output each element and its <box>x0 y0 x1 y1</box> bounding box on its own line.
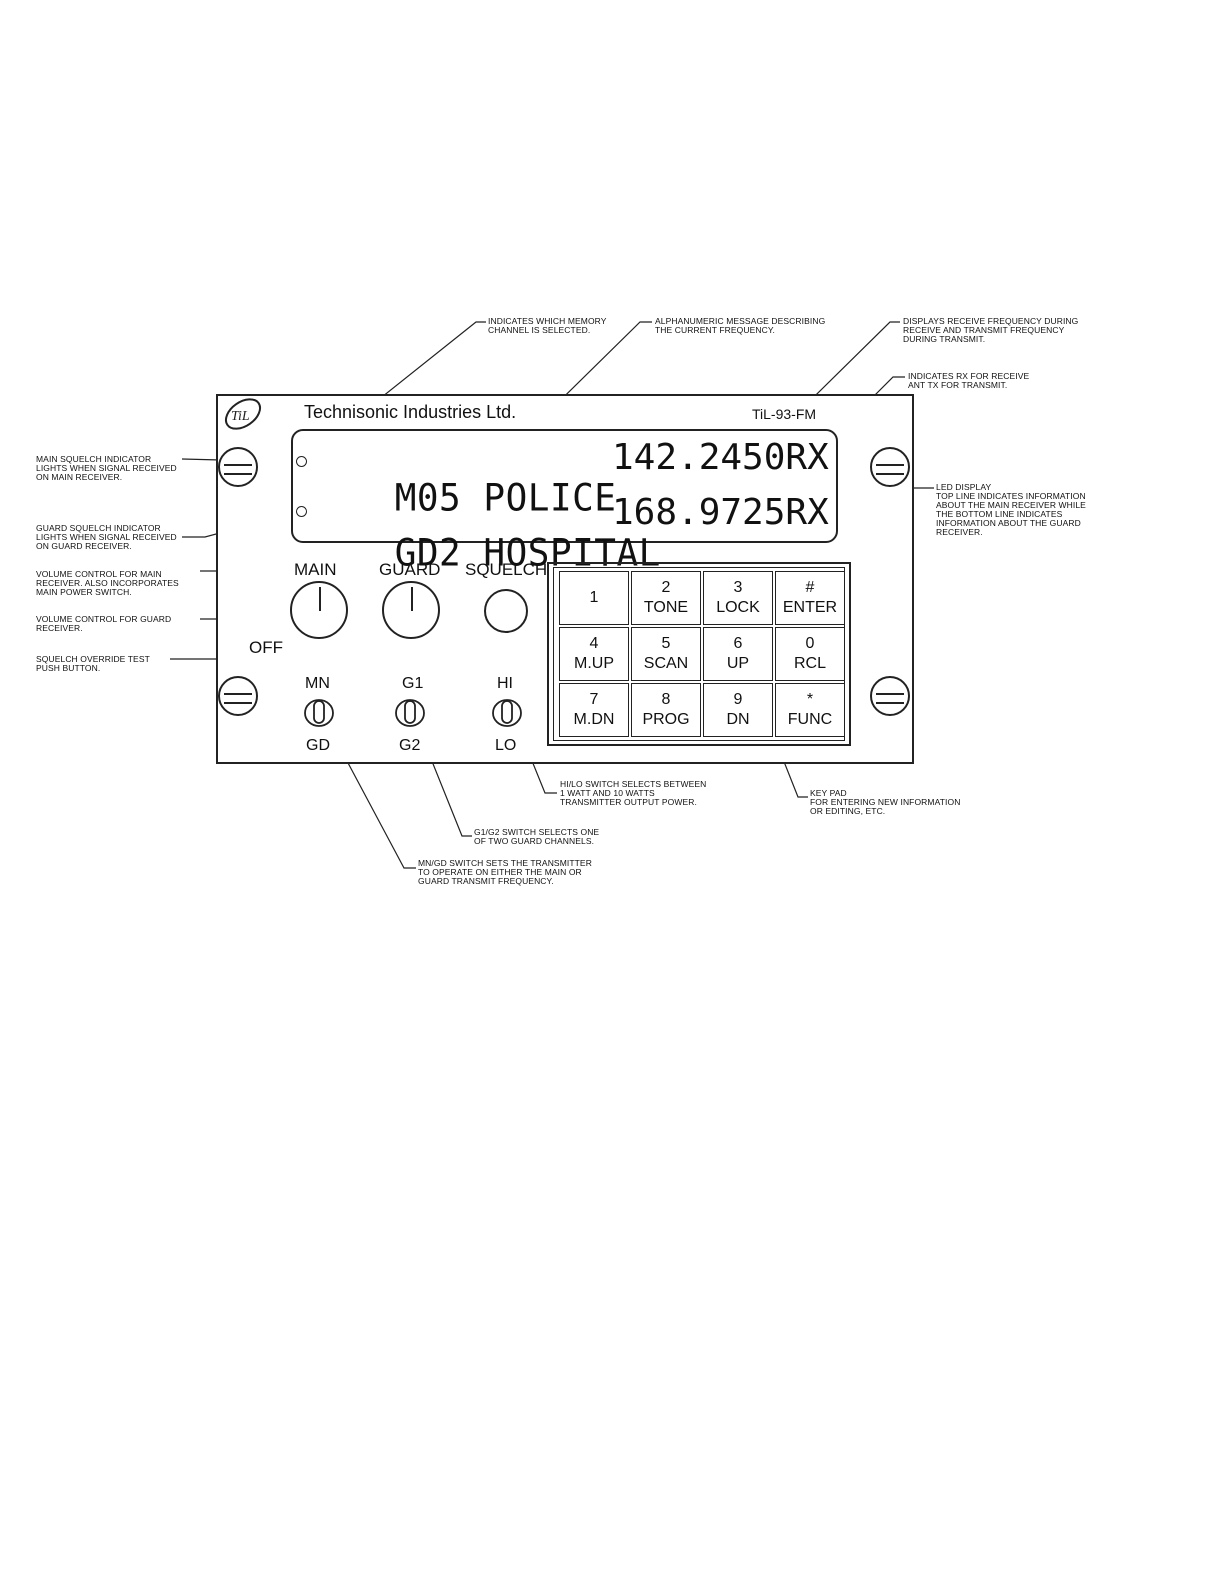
key-secondary-label: UP <box>726 655 750 672</box>
key-secondary-label: M.DN <box>573 711 615 728</box>
key-0[interactable]: 1 <box>559 571 629 625</box>
guard-frequency: 168.9725 <box>612 492 786 533</box>
key-primary-label: 9 <box>733 691 743 708</box>
screw-icon <box>218 447 258 487</box>
callout-memory-channel: INDICATES WHICH MEMORY CHANNEL IS SELECT… <box>488 316 607 335</box>
key-primary-label: 3 <box>733 579 743 596</box>
key-11[interactable]: * FUNC <box>775 683 845 737</box>
screw-icon <box>218 676 258 716</box>
callout-guard-volume: VOLUME CONTROL FOR GUARD RECEIVER. <box>36 614 172 633</box>
guard-channel: GD2 <box>394 531 462 576</box>
main-squelch-indicator <box>296 456 307 467</box>
gd-label: GD <box>306 737 330 754</box>
callout-alphanumeric: ALPHANUMERIC MESSAGE DESCRIBING THE CURR… <box>655 316 826 335</box>
callout-hi-lo: HI/LO SWITCH SELECTS BETWEEN 1 WATT AND … <box>560 779 707 807</box>
til-logo: TiL <box>224 398 262 430</box>
key-secondary-label: FUNC <box>787 711 833 728</box>
main-frequency: 142.2450 <box>612 437 786 478</box>
key-primary-label: 2 <box>661 579 671 596</box>
callout-mn-gd: MN/GD SWITCH SETS THE TRANSMITTER TO OPE… <box>418 858 592 886</box>
callout-rx-tx: INDICATES RX FOR RECEIVE ANT TX FOR TRAN… <box>908 371 1030 390</box>
led-display <box>291 429 838 543</box>
key-secondary-label: TONE <box>643 599 689 616</box>
key-3[interactable]: # ENTER <box>775 571 845 625</box>
key-secondary-label: RCL <box>793 655 826 672</box>
guard-squelch-indicator <box>296 506 307 517</box>
key-primary-label: 7 <box>589 691 599 708</box>
key-primary-label: 6 <box>733 635 743 652</box>
main-volume-knob[interactable] <box>290 581 348 639</box>
callout-led-display: LED DISPLAY TOP LINE INDICATES INFORMATI… <box>936 482 1086 537</box>
callout-g1-g2: G1/G2 SWITCH SELECTS ONE OF TWO GUARD CH… <box>474 827 600 846</box>
callout-squelch-test: SQUELCH OVERRIDE TEST PUSH BUTTON. <box>36 654 150 673</box>
g1-label: G1 <box>402 675 424 692</box>
key-primary-label: 4 <box>589 635 599 652</box>
key-secondary-label: PROG <box>642 711 690 728</box>
guard-volume-knob[interactable] <box>382 581 440 639</box>
mn-gd-switch[interactable] <box>302 696 336 730</box>
key-secondary-label: LOCK <box>716 599 760 616</box>
main-channel-name: POLICE <box>483 476 617 521</box>
key-secondary-label: SCAN <box>643 655 689 672</box>
key-secondary-label: ENTER <box>782 599 838 616</box>
key-primary-label: 0 <box>805 635 815 652</box>
key-primary-label: 8 <box>661 691 671 708</box>
callout-main-squelch: MAIN SQUELCH INDICATOR LIGHTS WHEN SIGNA… <box>36 454 177 482</box>
callout-main-volume: VOLUME CONTROL FOR MAIN RECEIVER. ALSO I… <box>36 569 179 597</box>
main-frequency-readout: 142.2450RX <box>612 437 829 478</box>
guard-knob-label: GUARD <box>379 560 441 579</box>
hi-label: HI <box>497 675 513 692</box>
brand-name: Technisonic Industries Ltd. <box>304 402 517 422</box>
key-primary-label: 1 <box>589 589 599 606</box>
guard-mode: RX <box>785 492 829 533</box>
screw-icon <box>870 447 910 487</box>
display-line-main: M05 POLICE <box>306 434 616 563</box>
main-mode: RX <box>785 437 829 478</box>
callout-frequency: DISPLAYS RECEIVE FREQUENCY DURING RECEIV… <box>903 316 1079 344</box>
callout-keypad: KEY PAD FOR ENTERING NEW INFORMATION OR … <box>810 788 961 816</box>
key-secondary-label: M.UP <box>574 655 614 672</box>
lo-label: LO <box>495 737 517 754</box>
main-channel: M05 <box>394 476 462 521</box>
g2-label: G2 <box>399 737 421 754</box>
screw-icon <box>870 676 910 716</box>
key-primary-label: # <box>805 579 815 596</box>
guard-frequency-readout: 168.9725RX <box>612 492 829 533</box>
key-primary-label: * <box>806 691 814 708</box>
off-label: OFF <box>249 638 283 657</box>
key-secondary-label: DN <box>726 711 750 728</box>
squelch-label: SQUELCH <box>465 560 548 579</box>
svg-text:TiL: TiL <box>231 409 250 424</box>
callout-guard-squelch: GUARD SQUELCH INDICATOR LIGHTS WHEN SIGN… <box>36 523 177 551</box>
g1-g2-switch[interactable] <box>393 696 427 730</box>
squelch-test-button[interactable] <box>484 589 528 633</box>
key-primary-label: 5 <box>661 635 671 652</box>
keypad-frame <box>547 562 851 746</box>
mn-label: MN <box>305 675 330 692</box>
hi-lo-switch[interactable] <box>490 696 524 730</box>
model-number: TiL-93-FM <box>752 406 817 422</box>
main-knob-label: MAIN <box>294 560 337 579</box>
